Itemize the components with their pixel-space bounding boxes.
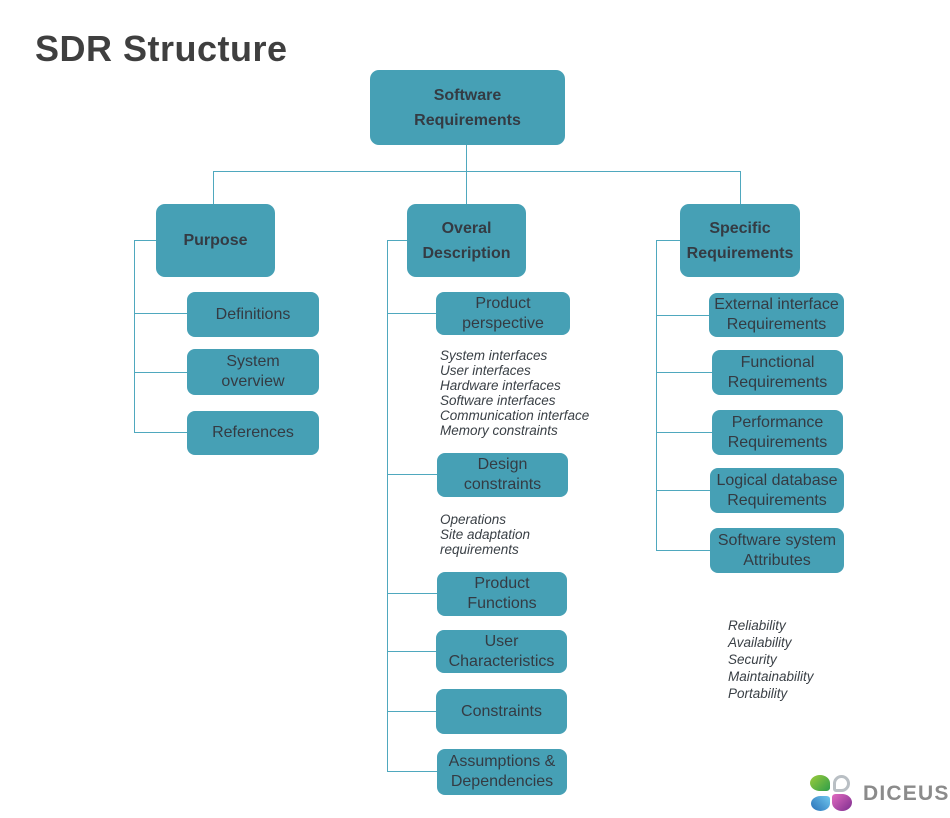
note-line: Portability: [728, 686, 788, 701]
logo-petal-blue-icon: [811, 796, 830, 811]
note-line: Hardware interfaces: [440, 378, 561, 393]
note-design-constraints: Operations Site adaptation requirements: [440, 512, 562, 557]
node-logical-database-requirements: Logical database Requirements: [710, 468, 844, 513]
connector-line: [656, 372, 712, 373]
note-line: User interfaces: [440, 363, 531, 378]
diceus-logo: DICEUS: [810, 775, 950, 813]
node-software-requirements: Software Requirements: [370, 70, 565, 145]
connector-line: [466, 145, 467, 171]
note-line: Communication interface: [440, 408, 590, 423]
connector-line: [387, 593, 437, 594]
node-assumptions-dependencies: Assumptions & Dependencies: [437, 749, 567, 795]
connector-line: [134, 432, 187, 433]
logo-petal-ring-icon: [833, 775, 850, 792]
node-product-functions: Product Functions: [437, 572, 567, 616]
node-definitions: Definitions: [187, 292, 319, 337]
connector-line: [740, 171, 741, 204]
connector-line: [656, 432, 712, 433]
logo-petal-green-icon: [810, 775, 830, 791]
node-external-interface-requirements: External interface Requirements: [709, 293, 844, 337]
connector-line: [656, 490, 710, 491]
note-line: Site adaptation requirements: [440, 527, 531, 557]
note-line: Software interfaces: [440, 393, 556, 408]
node-system-overview: System overview: [187, 349, 319, 395]
node-overal-description: Overal Description: [407, 204, 526, 277]
connector-line: [387, 771, 437, 772]
connector-line: [387, 711, 436, 712]
connector-line: [466, 171, 467, 204]
connector-line: [656, 240, 657, 550]
node-product-perspective: Product perspective: [436, 292, 570, 335]
connector-line: [656, 315, 709, 316]
connector-line: [134, 240, 135, 433]
page-title: SDR Structure: [35, 28, 288, 69]
diceus-clover-icon: [810, 775, 856, 813]
connector-line: [134, 313, 187, 314]
node-references: References: [187, 411, 319, 455]
note-line: Reliability: [728, 618, 786, 633]
connector-line: [387, 474, 437, 475]
node-constraints: Constraints: [436, 689, 567, 734]
node-purpose: Purpose: [156, 204, 275, 277]
note-line: Security: [728, 652, 777, 667]
node-software-system-attributes: Software system Attributes: [710, 528, 844, 573]
diceus-logo-text: DICEUS: [863, 782, 950, 805]
note-line: Availability: [728, 635, 792, 650]
note-line: System interfaces: [440, 348, 548, 363]
node-functional-requirements: Functional Requirements: [712, 350, 843, 395]
connector-line: [656, 240, 680, 241]
connector-line: [387, 240, 388, 771]
connector-line: [656, 550, 710, 551]
note-line: Operations: [440, 512, 507, 527]
connector-line: [387, 313, 436, 314]
note-product-perspective: System interfaces User interfaces Hardwa…: [440, 348, 615, 438]
node-specific-requirements: Specific Requirements: [680, 204, 800, 277]
connector-line: [387, 240, 407, 241]
note-line: Maintainability: [728, 669, 814, 684]
logo-petal-magenta-icon: [832, 794, 852, 811]
node-performance-requirements: Performance Requirements: [712, 410, 843, 455]
connector-line: [134, 240, 156, 241]
node-user-characteristics: User Characteristics: [436, 630, 567, 673]
note-software-system-attributes: Reliability Availability Security Mainta…: [728, 617, 888, 702]
node-design-constraints: Design constraints: [437, 453, 568, 497]
connector-line: [387, 651, 436, 652]
connector-line: [134, 372, 187, 373]
connector-line: [213, 171, 741, 172]
connector-line: [213, 171, 214, 204]
note-line: Memory constraints: [440, 423, 558, 438]
